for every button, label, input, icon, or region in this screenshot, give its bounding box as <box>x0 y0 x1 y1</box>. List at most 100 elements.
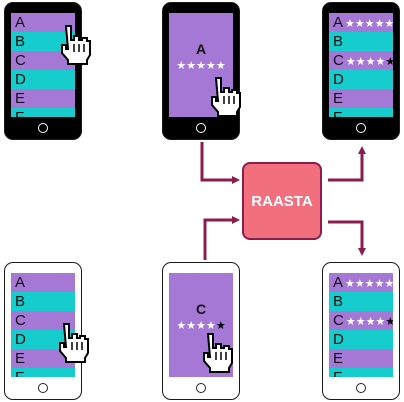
star-icon: ★ <box>365 316 376 328</box>
row-label: B <box>15 293 26 310</box>
row-label: D <box>15 331 26 348</box>
row-label: D <box>333 71 344 88</box>
row-label: F <box>333 109 342 117</box>
home-button-icon[interactable] <box>38 123 48 133</box>
list-item[interactable]: B <box>11 32 75 51</box>
phone-top-right: A★★★★★ B C★★★★★ D E F <box>322 2 400 140</box>
star-icon: ★ <box>375 56 386 68</box>
list-item[interactable]: B <box>329 292 393 311</box>
list-item[interactable]: C★★★★★ <box>329 51 393 70</box>
hand-pointer-icon <box>61 25 91 65</box>
row-label: B <box>333 33 344 50</box>
list-item[interactable]: E <box>329 349 393 368</box>
list-item[interactable]: F <box>11 368 75 377</box>
star-icon: ★ <box>345 56 356 68</box>
arrow-top-in <box>200 142 240 184</box>
row-label: C <box>15 52 26 69</box>
list-screen: A B C D E F <box>11 273 75 377</box>
home-button-icon[interactable] <box>196 123 206 133</box>
row-label: C <box>333 312 344 329</box>
row-label: E <box>333 90 344 107</box>
hand-pointer-icon <box>211 77 241 117</box>
star-icon: ★ <box>355 56 366 68</box>
detail-title: C <box>195 301 207 317</box>
star-icon: ★ <box>205 320 216 332</box>
list-item[interactable]: F <box>11 108 75 117</box>
star-icon: ★ <box>186 60 197 72</box>
arrow-top-out <box>328 146 366 182</box>
hand-pointer-icon <box>203 333 233 373</box>
list-item[interactable]: A★★★★★ <box>329 273 393 292</box>
home-button-icon[interactable] <box>196 383 206 393</box>
list-item[interactable]: A <box>11 13 75 32</box>
list-item[interactable]: C★★★★★ <box>329 311 393 330</box>
list-screen: A★★★★★ B C★★★★★ D E F <box>329 13 393 117</box>
phone-top-middle: A ★★★★★ <box>162 2 240 140</box>
rating-stars[interactable]: ★★★★★ <box>169 59 233 72</box>
star-icon: ★ <box>176 320 187 332</box>
star-icon: ★ <box>364 278 375 290</box>
list-item[interactable]: C <box>11 311 75 330</box>
star-icon: ★ <box>345 278 355 290</box>
row-label: D <box>333 331 344 348</box>
list-item[interactable]: E <box>329 89 393 108</box>
list-item[interactable]: E <box>11 89 75 108</box>
list-item[interactable]: D <box>329 330 393 349</box>
list-item[interactable]: D <box>11 70 75 89</box>
star-icon: ★ <box>186 320 197 332</box>
star-icon: ★ <box>374 18 385 30</box>
list-item[interactable]: F <box>329 368 393 377</box>
star-icon: ★ <box>385 316 393 328</box>
home-button-icon[interactable] <box>356 123 366 133</box>
row-label: D <box>15 71 26 88</box>
rating-stars: ★★★★★ <box>346 316 393 328</box>
star-icon: ★ <box>196 60 206 72</box>
star-icon: ★ <box>205 60 216 72</box>
home-button-icon[interactable] <box>356 383 366 393</box>
list-item[interactable]: C <box>11 51 75 70</box>
star-icon: ★ <box>364 18 375 30</box>
list-item[interactable]: A★★★★★ <box>329 13 393 32</box>
phone-bottom-right: A★★★★★ B C★★★★★ D E F <box>322 262 400 400</box>
row-label: F <box>15 109 24 117</box>
row-label: E <box>15 90 26 107</box>
detail-title: A <box>195 41 207 57</box>
rating-stars[interactable]: ★★★★★ <box>169 319 233 332</box>
row-label: F <box>15 369 24 377</box>
star-icon: ★ <box>345 18 355 30</box>
list-item[interactable]: F <box>329 108 393 117</box>
star-icon: ★ <box>374 278 385 290</box>
raasta-label: RAASTA <box>251 192 313 210</box>
list-item[interactable]: A <box>11 273 75 292</box>
hand-pointer-icon <box>59 323 89 363</box>
rating-stars: ★★★★★ <box>346 56 393 68</box>
list-item[interactable]: D <box>329 70 393 89</box>
star-icon: ★ <box>196 320 206 332</box>
row-label: E <box>333 350 344 367</box>
star-icon: ★ <box>355 316 366 328</box>
star-icon: ★ <box>384 18 393 30</box>
row-label: E <box>15 350 26 367</box>
star-icon: ★ <box>215 320 226 332</box>
row-label: C <box>333 52 344 69</box>
row-label: A <box>15 274 26 291</box>
star-icon: ★ <box>354 18 365 30</box>
star-icon: ★ <box>345 316 356 328</box>
list-item[interactable]: B <box>11 292 75 311</box>
row-label: A <box>15 14 26 31</box>
raasta-box: RAASTA <box>242 162 322 240</box>
list-screen: A B C D E F <box>11 13 75 117</box>
arrow-bottom-out <box>328 220 366 256</box>
row-label: A <box>333 274 344 291</box>
row-label: B <box>333 293 344 310</box>
home-button-icon[interactable] <box>38 383 48 393</box>
list-item[interactable]: B <box>329 32 393 51</box>
row-label: C <box>15 312 26 329</box>
star-icon: ★ <box>365 56 376 68</box>
star-icon: ★ <box>375 316 386 328</box>
row-label: B <box>15 33 26 50</box>
list-screen: A★★★★★ B C★★★★★ D E F <box>329 273 393 377</box>
row-label: A <box>333 14 344 31</box>
list-item[interactable]: E <box>11 349 75 368</box>
